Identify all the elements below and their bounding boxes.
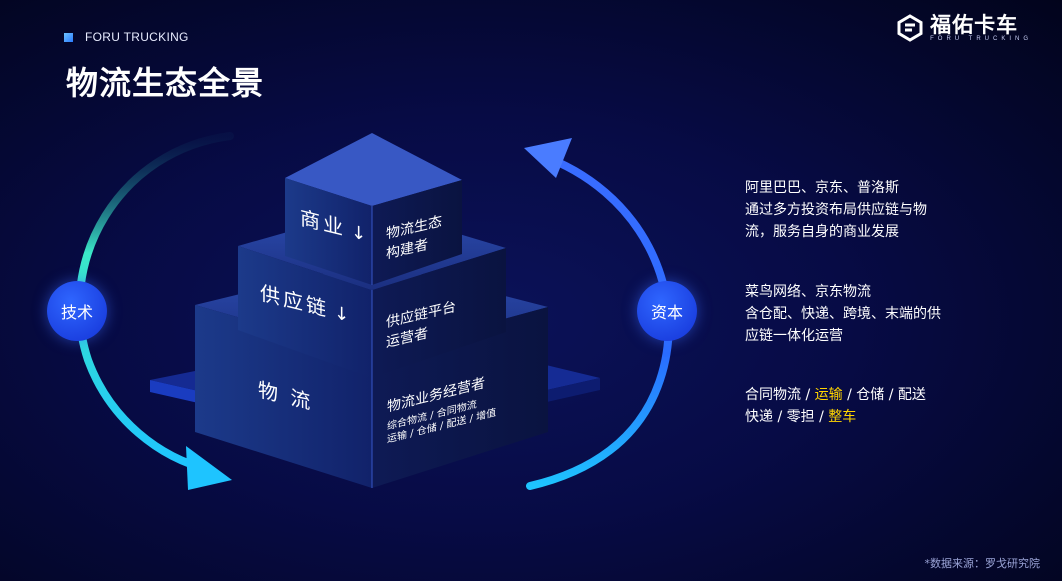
description-supply-chain: 菜鸟网络、京东物流 含仓配、快递、跨境、末端的供 应链一体化运营 (745, 284, 941, 344)
description-logistics: 合同物流 / 运输 / 仓储 / 配送 快递 / 零担 / 整车 (745, 384, 955, 428)
logo-en: FORU TRUCKING (930, 36, 1032, 42)
highlight-ftl: 整车 (828, 409, 857, 425)
tech-circle: 技术 (47, 281, 107, 341)
tier-business-block (285, 133, 462, 285)
down-arrow-icon: ↓ (351, 221, 370, 247)
logistics-services-row2: 快递 / 零担 / 整车 (745, 409, 857, 425)
capital-circle: 资本 (637, 281, 697, 341)
tech-label: 技术 (60, 303, 93, 322)
highlight-transport: 运输 (814, 387, 843, 403)
company-logo: 福佑卡车 FORU TRUCKING (896, 14, 1032, 42)
logo-cn: 福佑卡车 (930, 13, 1019, 37)
page-title: 物流生态全景 (66, 64, 265, 102)
brand-label: FORU TRUCKING (64, 30, 189, 44)
capital-cycle-arrow (524, 138, 673, 490)
capital-label: 资本 (650, 303, 683, 322)
brand-square-icon (64, 32, 73, 42)
foru-logo-icon (897, 14, 923, 42)
brand-text: FORU TRUCKING (85, 30, 189, 44)
data-source-note: *数据来源：罗戈研究院 (924, 557, 1041, 570)
logistics-services-row1: 合同物流 / 运输 / 仓储 / 配送 (745, 387, 926, 403)
description-business: 阿里巴巴、京东、普洛斯 通过多方投资布局供应链与物 流，服务自身的商业发展 (745, 180, 927, 240)
down-arrow-icon: ↓ (334, 301, 353, 328)
